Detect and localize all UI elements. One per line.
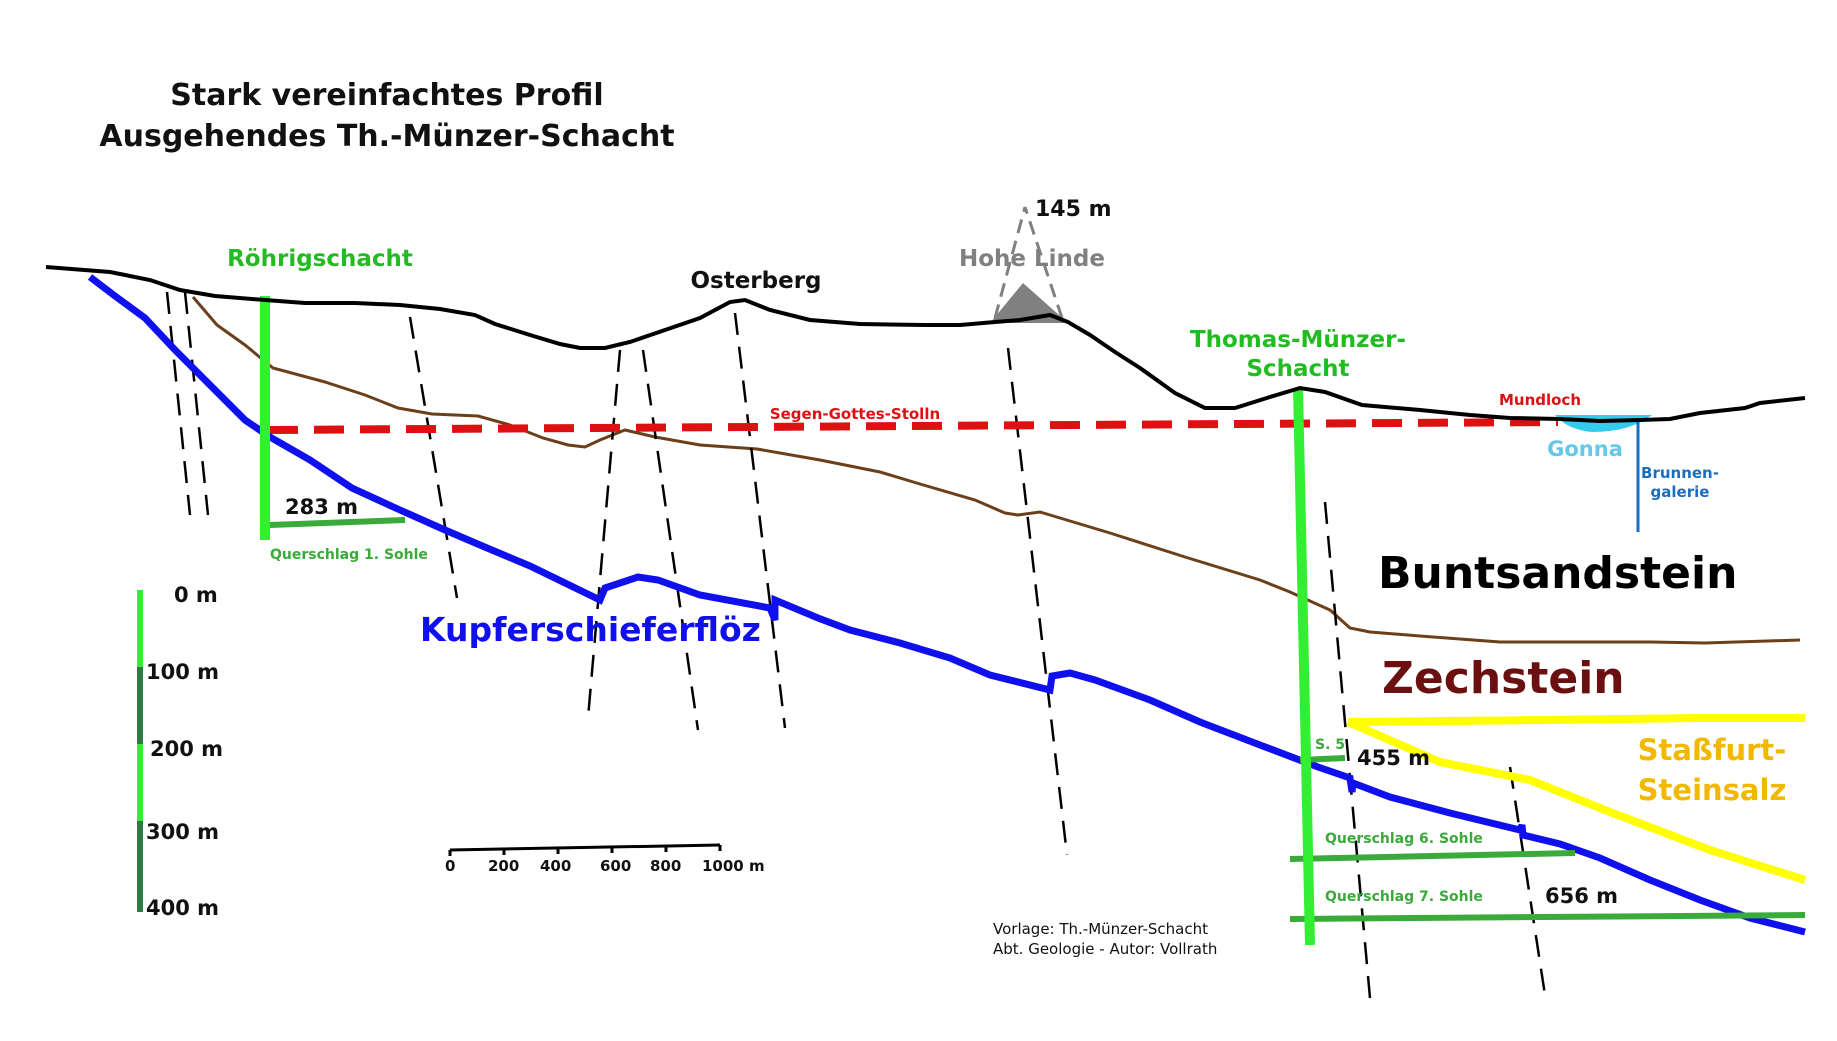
source-credit-line-1: Vorlage: Th.-Münzer-Schacht [993, 920, 1208, 938]
buntsandstein-label: Buntsandstein [1378, 548, 1737, 599]
kupferschieferfloez-line [87, 274, 1806, 936]
thomas-muenzer-schacht-label-1: Thomas-Münzer- [1190, 327, 1406, 353]
stassfurt-steinsalz-label-2: Steinsalz [1638, 773, 1787, 807]
fault-line [586, 349, 622, 719]
hohe-linde-height-label: 145 m [1035, 197, 1112, 222]
hohe-linde-peak [990, 283, 1068, 323]
querschlag-1-sohle-line [269, 517, 406, 528]
distance-scale-line [449, 843, 721, 852]
querschlag-1-sohle-label: Querschlag 1. Sohle [270, 547, 428, 563]
querschlag-7-sohle-line [1289, 912, 1806, 922]
distance-scale-label: 800 [650, 857, 681, 875]
querschlag-7-sohle-label: Querschlag 7. Sohle [1325, 889, 1483, 905]
mundloch-label: Mundloch [1499, 391, 1581, 409]
title-line-2: Ausgehendes Th.-Münzer-Schacht [99, 119, 674, 154]
hohe-linde-label: Hohe Linde [959, 246, 1105, 272]
fault-line [1006, 347, 1069, 856]
depth-455-label: 455 m [1357, 746, 1430, 770]
brunnengalerie-label-1: Brunnen- [1641, 464, 1719, 482]
depth-656-label: 656 m [1545, 884, 1618, 908]
distance-scale-labels: 0 200 400 600 800 1000 m [445, 857, 765, 875]
depth-scale-label: 100 m [146, 660, 219, 684]
brunnengalerie-label-2: galerie [1651, 483, 1710, 501]
distance-scale-label: 600 [600, 857, 631, 875]
fault-line [733, 312, 787, 729]
hohe-linde-dash-right [1023, 206, 1064, 319]
osterberg-label: Osterberg [690, 268, 821, 294]
zechstein-label: Zechstein [1382, 653, 1625, 704]
fault-line [183, 291, 210, 516]
kupferschieferfloez-label: Kupferschieferflöz [420, 610, 761, 649]
stassfurt-salt-line-lower [1346, 718, 1807, 884]
hohe-linde-dash-left [993, 206, 1027, 319]
depth-scale-label: 200 m [150, 737, 223, 761]
segen-gottes-stolln-label: Segen-Gottes-Stolln [770, 405, 940, 423]
stassfurt-salt-line [1347, 714, 1805, 726]
distance-scale-label: 200 [488, 857, 519, 875]
depth-283-label: 283 m [285, 495, 358, 519]
buntsandstein-base-line [191, 296, 1801, 645]
thomas-muenzer-schacht-label-2: Schacht [1246, 356, 1349, 382]
distance-scale-label: 1000 m [702, 857, 765, 875]
fault-line [1323, 501, 1372, 999]
depth-scale-label: 0 m [174, 583, 218, 607]
fault-line [408, 316, 459, 599]
roehrigschacht-label: Röhrigschacht [227, 246, 413, 272]
stassfurt-steinsalz-label-1: Staßfurt- [1638, 733, 1787, 767]
source-credit-line-2: Abt. Geologie - Autor: Vollrath [993, 940, 1217, 958]
surface-profile-line [45, 265, 1806, 424]
fault-line [165, 291, 192, 516]
querschlag-6-sohle-label: Querschlag 6. Sohle [1325, 831, 1483, 847]
depth-scale-label: 300 m [146, 820, 219, 844]
s5-label: S. 5 [1315, 737, 1345, 753]
segen-gottes-stolln-line [267, 418, 1559, 434]
distance-scale-label: 0 [445, 857, 455, 875]
distance-scale-bar [448, 843, 722, 856]
fault-line [1508, 766, 1547, 996]
thomas-muenzer-schacht-shaft [1293, 387, 1315, 946]
distance-scale-label: 400 [540, 857, 571, 875]
gonna-label: Gonna [1547, 437, 1623, 461]
depth-scale-label: 400 m [146, 896, 219, 920]
depth-scale-bar: 0 m 100 m 200 m 300 m 400 m [137, 583, 223, 920]
fault-line [641, 349, 700, 731]
title-line-1: Stark vereinfachtes Profil [170, 78, 603, 113]
fault-lines [165, 291, 1547, 999]
querschlag-6-sohle-line [1289, 850, 1576, 862]
